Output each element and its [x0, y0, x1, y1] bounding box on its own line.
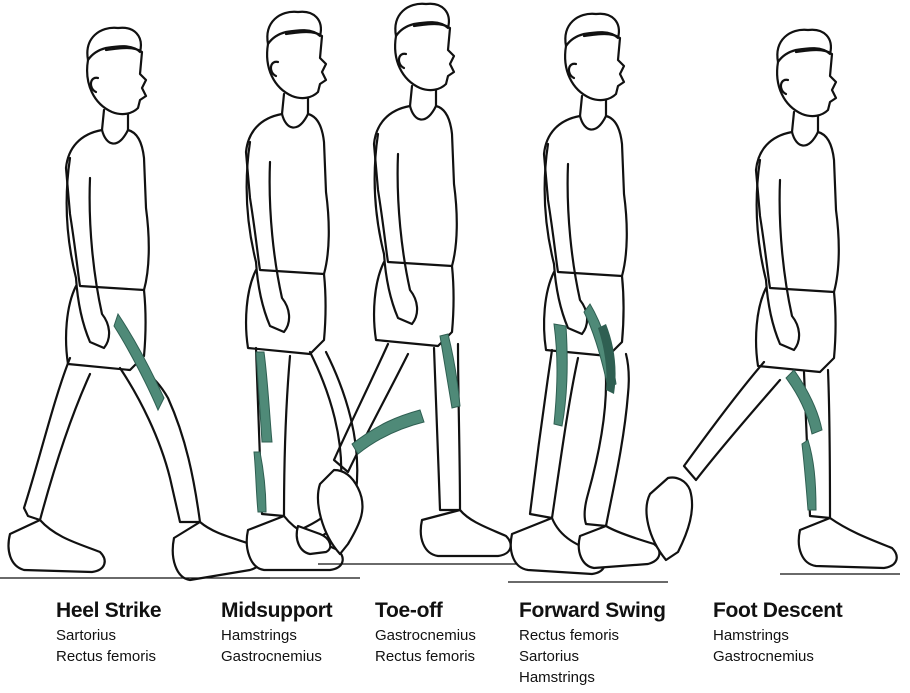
muscle-label: Gastrocnemius	[713, 646, 842, 667]
phase-caption-heel-strike: Heel Strike Sartorius Rectus femoris	[56, 598, 161, 667]
muscle-label: Sartorius	[519, 646, 666, 667]
phase-title: Heel Strike	[56, 598, 161, 624]
figure-heel-strike	[0, 28, 270, 580]
muscle-label: Rectus femoris	[519, 625, 666, 646]
phase-caption-foot-descent: Foot Descent Hamstrings Gastrocnemius	[713, 598, 842, 667]
muscle-label: Gastrocnemius	[221, 646, 332, 667]
muscle-highlight	[254, 452, 266, 512]
muscle-label: Hamstrings	[221, 625, 332, 646]
muscle-label: Gastrocnemius	[375, 625, 476, 646]
muscle-highlight	[802, 440, 816, 510]
muscle-label: Hamstrings	[519, 667, 666, 688]
muscle-highlight	[554, 324, 567, 426]
muscle-highlight	[114, 314, 164, 410]
muscle-label: Rectus femoris	[375, 646, 476, 667]
phase-title: Foot Descent	[713, 598, 842, 624]
muscle-highlight	[352, 410, 424, 454]
gait-cycle-illustration	[0, 0, 910, 600]
figure-foot-descent	[647, 30, 900, 574]
phase-title: Forward Swing	[519, 598, 666, 624]
phase-caption-midsupport: Midsupport Hamstrings Gastrocnemius	[221, 598, 332, 667]
muscle-label: Rectus femoris	[56, 646, 161, 667]
figure-toe-off	[318, 4, 518, 564]
muscle-label: Hamstrings	[713, 625, 842, 646]
phase-title: Midsupport	[221, 598, 332, 624]
muscle-label: Sartorius	[56, 625, 161, 646]
phase-caption-toe-off: Toe-off Gastrocnemius Rectus femoris	[375, 598, 476, 667]
phase-title: Toe-off	[375, 598, 476, 624]
figure-forward-swing	[508, 14, 668, 582]
phase-caption-forward-swing: Forward Swing Rectus femoris Sartorius H…	[519, 598, 666, 688]
